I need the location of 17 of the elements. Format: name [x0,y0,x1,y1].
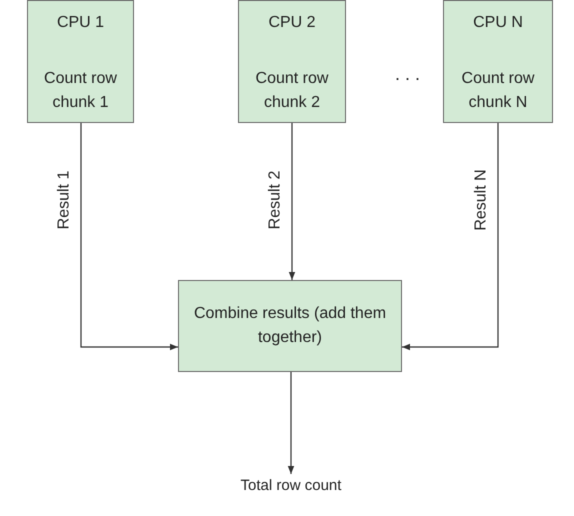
process-box [443,0,553,123]
arrow [288,123,296,280]
arrow [80,123,178,350]
arrow [288,372,294,474]
box-text: Count row chunk N [460,69,536,113]
process-box [178,280,402,372]
box-heading: CPU 2 [267,13,317,33]
box-heading: CPU N [472,13,524,33]
process-box [238,0,346,123]
output-label: Total row count [240,476,342,496]
box-text: Count row chunk 1 [43,69,118,113]
box-heading: CPU 1 [56,13,106,33]
arrow [402,123,499,350]
box-text: Combine results (add them together) [192,304,388,348]
process-box [27,0,134,123]
ellipsis-label: . . . [395,64,420,85]
box-text: Count row chunk 2 [254,69,330,113]
